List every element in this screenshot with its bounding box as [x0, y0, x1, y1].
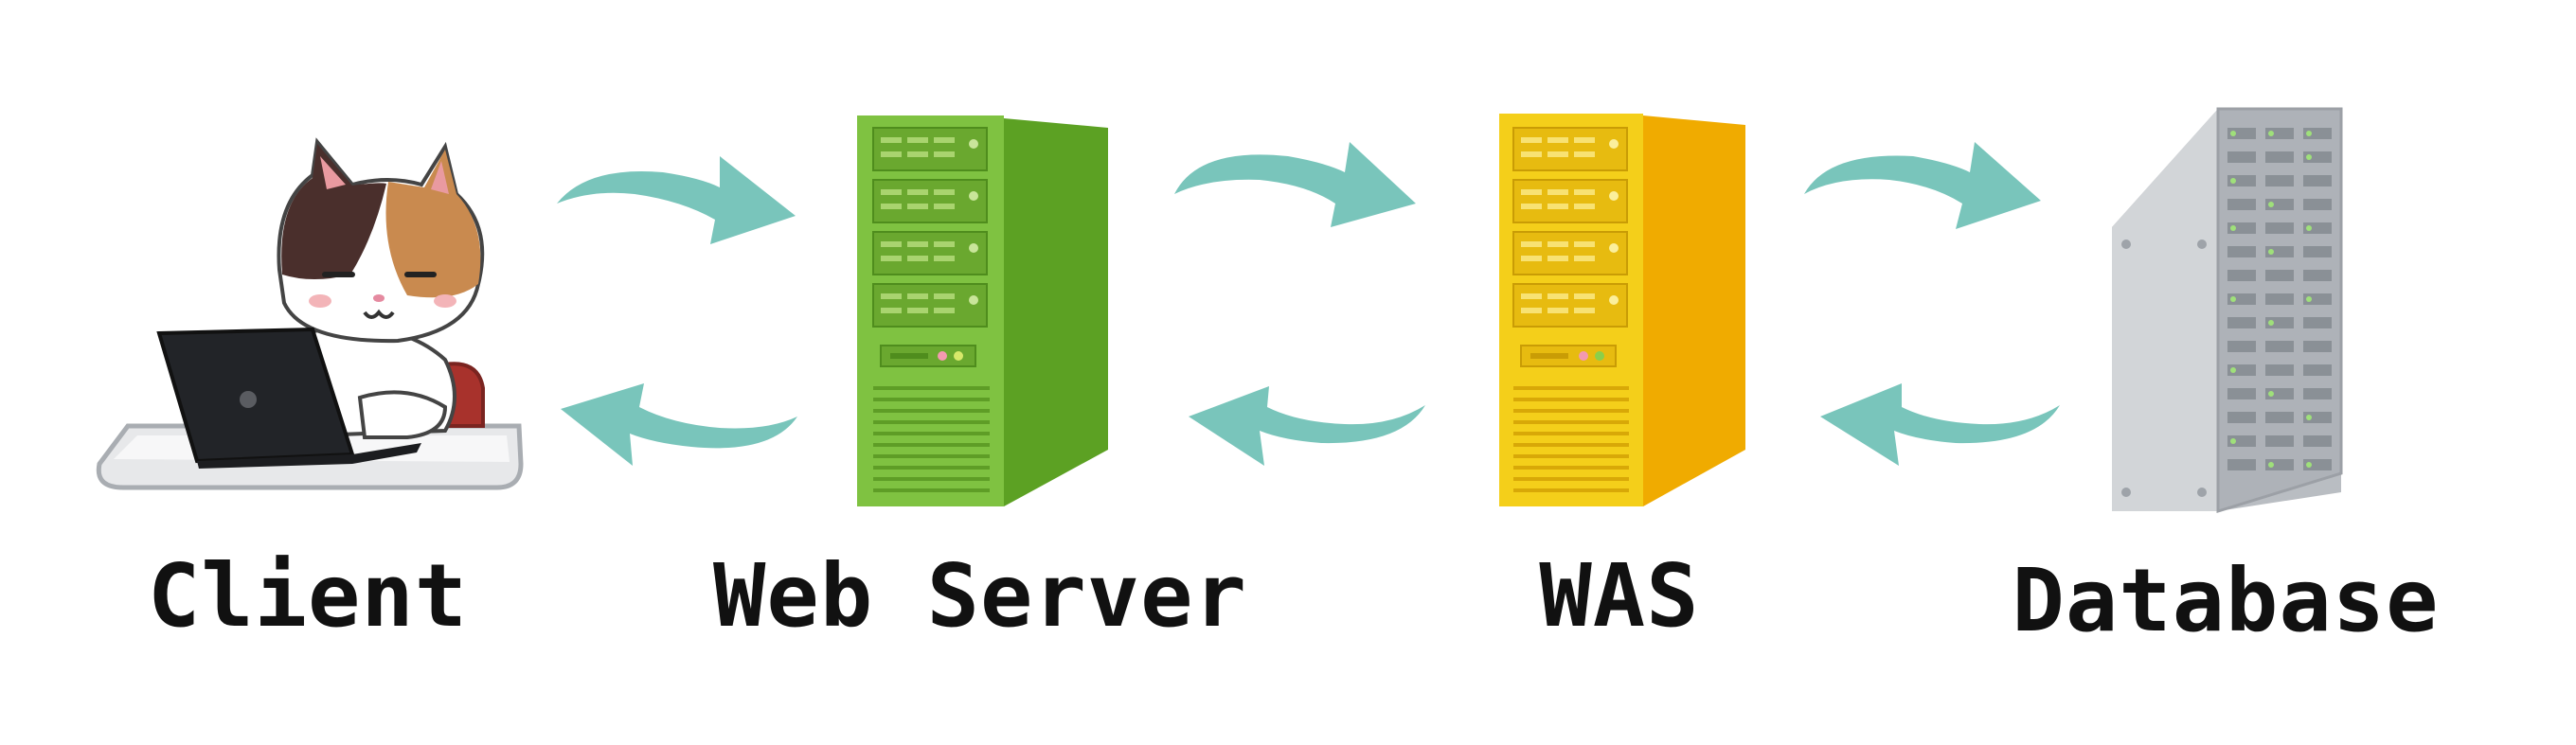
cat-at-laptop-icon — [96, 137, 524, 490]
database-label: Database — [2012, 550, 2440, 651]
arrows — [557, 142, 2060, 466]
was-label: WAS — [1539, 545, 1700, 647]
yellow-server-tower-icon — [1499, 114, 1745, 506]
arrow-client-to-web-icon — [557, 156, 796, 244]
green-server-tower-icon — [857, 115, 1108, 506]
gray-storage-rack-icon — [2112, 107, 2343, 514]
arrow-was-to-web-icon — [1189, 386, 1425, 466]
arrow-web-to-client-icon — [561, 383, 797, 466]
arrow-db-to-was-icon — [1820, 383, 2060, 466]
arrow-was-to-db-icon — [1804, 142, 2041, 229]
client-label: Client — [147, 545, 469, 647]
arrow-web-to-was-icon — [1174, 142, 1416, 227]
web-server-label: Web Server — [713, 545, 1247, 647]
